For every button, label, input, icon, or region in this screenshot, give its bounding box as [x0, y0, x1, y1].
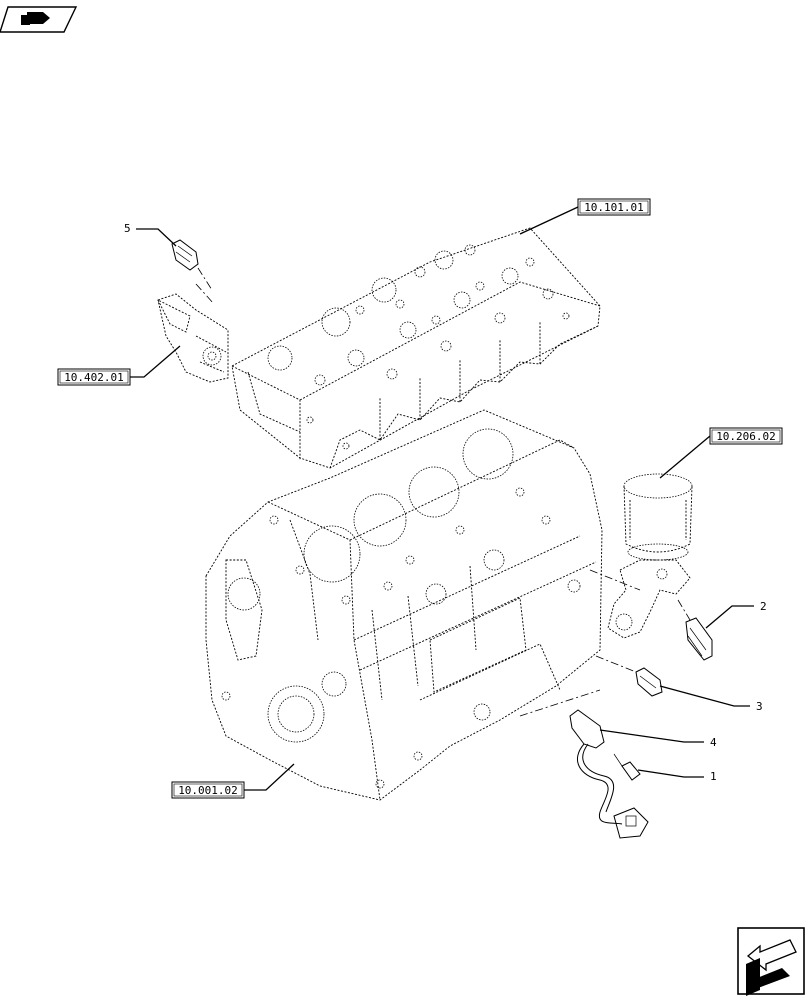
ref-label-10-001-02: 10.001.02: [178, 784, 238, 797]
svg-text:3: 3: [756, 700, 763, 713]
svg-text:4: 4: [710, 736, 717, 749]
svg-text:2: 2: [760, 600, 767, 613]
oil-filter-adapter: [607, 559, 691, 639]
oil-filter: [623, 473, 693, 561]
engine-block: [205, 409, 603, 801]
book-hand-icon: [0, 6, 78, 33]
next-page-arrow-icon[interactable]: [737, 927, 805, 996]
callout-5[interactable]: 5: [124, 222, 177, 247]
svg-text:5: 5: [124, 222, 131, 235]
ref-box-10-402-01[interactable]: 10.402.01: [57, 345, 181, 386]
ref-label-10-101-01: 10.101.01: [584, 201, 644, 214]
cylinder-head: [231, 227, 601, 469]
part-1-screw: [613, 753, 641, 781]
callout-1[interactable]: 1: [637, 769, 717, 783]
thermostat-housing: [156, 283, 229, 383]
guide-line-1: [519, 689, 601, 717]
callout-3[interactable]: 3: [659, 685, 763, 713]
ref-box-10-001-02[interactable]: 10.001.02: [171, 763, 295, 799]
guide-line-2: [589, 569, 641, 591]
ref-box-10-206-02[interactable]: 10.206.02: [659, 427, 783, 479]
callout-4[interactable]: 4: [599, 729, 717, 749]
part-5-temperature-sender: [171, 239, 213, 291]
ref-box-10-101-01[interactable]: 10.101.01: [519, 198, 651, 235]
part-4-speed-sensor: [569, 709, 649, 839]
ref-label-10-402-01: 10.402.01: [64, 371, 124, 384]
part-3-sensor: [595, 655, 663, 697]
ref-label-10-206-02: 10.206.02: [716, 430, 776, 443]
part-2-oil-pressure-switch: [677, 599, 713, 661]
callout-2[interactable]: 2: [705, 600, 767, 629]
svg-text:1: 1: [710, 770, 717, 783]
